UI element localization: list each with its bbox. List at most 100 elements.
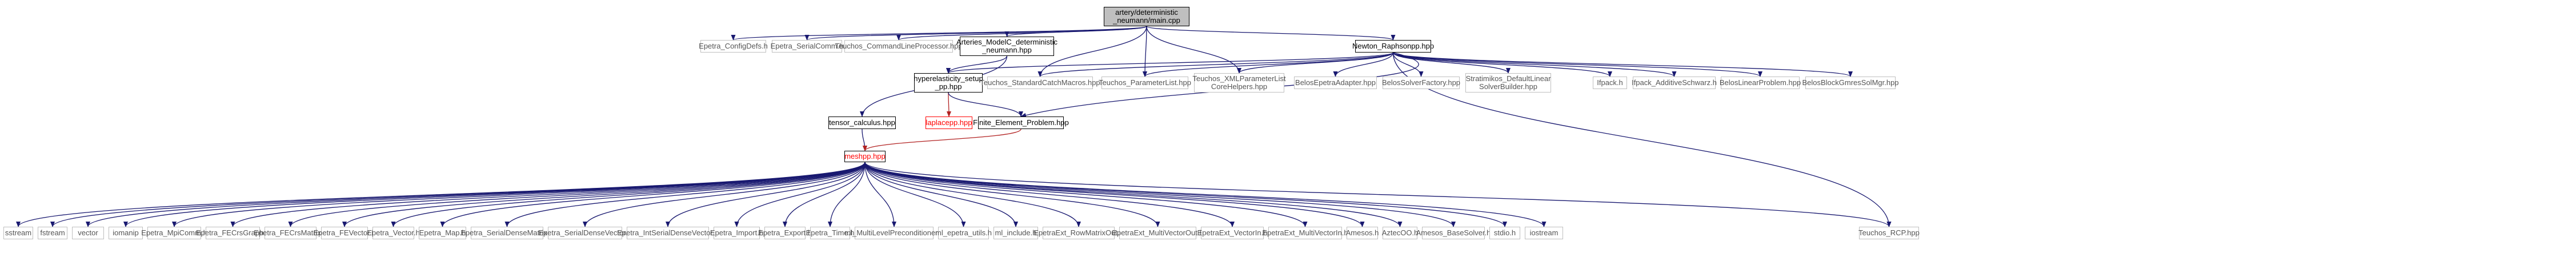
node-bottom-20[interactable]: EpetraExt_MultiVectorOut.h [1112,227,1204,239]
edge-25 [862,128,867,151]
node-bottom-label-0: sstream [5,228,32,237]
node-bottom-label-24: AztecOO.h [1381,228,1419,237]
node-bottom-9[interactable]: Epetra_Map.h [419,227,466,239]
node-bottom-21[interactable]: EpetraExt_VectorIn.h [1197,227,1267,239]
node-laplacepp[interactable]: laplacepp.hpp [926,117,972,129]
edge-14 [1333,52,1394,77]
node-bottom-12[interactable]: Epetra_IntSerialDenseVector.h [617,227,719,239]
node-finite-element-problem[interactable]: Finite_Element_Problem.hpp [973,117,1069,129]
edge-34 [342,162,866,227]
node-bottom-17[interactable]: ml_epetra_utils.h [935,227,992,239]
node-bottom-27[interactable]: iostream [1525,227,1563,239]
edge-4 [1037,26,1147,77]
edge-37 [504,162,866,227]
node-ifpack-additive-schwarz[interactable]: Ifpack_AdditiveSchwarz.h [1632,77,1717,89]
node-bottom-15[interactable]: Epetra_Time.h [806,227,854,239]
node-catch-macros[interactable]: Teuchos_StandardCatchMacros.hpp [980,77,1100,89]
edge-52 [864,162,1456,227]
edge-29 [86,162,866,227]
node-parameter-list[interactable]: Teuchos_ParameterList.hpp [1099,77,1191,89]
edge-35 [391,162,866,227]
edge-0 [731,26,1147,41]
node-meshpp[interactable]: meshpp.hpp [844,151,886,162]
node-bottom-3[interactable]: iomanip [109,227,143,239]
edge-15 [1392,52,1424,77]
node-newton-raphson-label: Newton_Raphsonpp.hpp [1352,42,1435,50]
node-bottom-8[interactable]: Epetra_Vector.h [367,227,420,239]
node-hyperelasticity-line1: hyperelasticity_setup [914,74,983,83]
node-hyperelasticity-setup[interactable]: hyperelasticity_setup _pp.hpp [914,73,983,93]
node-xml-parameter-list[interactable]: Teuchos_XMLParameterList CoreHelpers.hpp [1192,73,1286,93]
node-bottom-11[interactable]: Epetra_SerialDenseVector.h [538,227,632,239]
node-bottom-5[interactable]: Epetra_FECrsGraph.h [196,227,270,239]
node-newton-raphson[interactable]: Newton_Raphsonpp.hpp [1352,40,1435,53]
edge-50 [864,162,1365,227]
edge-43 [864,162,896,227]
node-serialcomm-label: Epetra_SerialComm.h [770,42,844,50]
node-teuchos-rcp-label: Teuchos_RCP.hpp [1858,228,1920,237]
node-meshpp-label: meshpp.hpp [844,152,886,160]
node-bottom-24[interactable]: AztecOO.h [1381,227,1419,239]
node-bottom-13[interactable]: Epetra_Import.h [710,227,763,239]
node-bottom-label-16: ml_MultiLevelPreconditioner.h [844,228,944,237]
node-bottom-label-3: iomanip [113,228,139,237]
node-bottom-26[interactable]: stdio.h [1489,227,1520,239]
node-cmdline[interactable]: Teuchos_CommandLineProcessor.hpp [835,40,963,53]
node-parameter-list-label: Teuchos_ParameterList.hpp [1099,78,1191,87]
node-belos-epetra-adapter[interactable]: BelosEpetraAdapter.hpp [1294,77,1377,89]
node-teuchos-rcp[interactable]: Teuchos_RCP.hpp [1858,227,1920,239]
node-bottom-label-7: Epetra_FEVector.h [313,228,376,237]
node-arteries-model[interactable]: Arteries_ModelC_deterministic _neumann.h… [956,37,1057,56]
node-bottom-22[interactable]: EpetraExt_MultiVectorIn.h [1262,227,1348,239]
edge-40 [734,162,866,227]
edge-54 [864,162,1547,227]
node-bottom-6[interactable]: Epetra_FECrsMatrix.h [254,227,327,239]
edge-16 [1392,52,1511,74]
edge-39 [666,162,866,227]
node-tensor-calculus-label: tensor_calculus.hpp [829,118,895,127]
node-bottom-16[interactable]: ml_MultiLevelPreconditioner.h [844,227,944,239]
node-root[interactable]: artery/deterministic _neumann/main.cpp [1104,7,1189,26]
edge-19 [1392,52,1762,77]
node-bottom-label-19: EpetraExt_RowMatrixOut.h [1033,228,1124,237]
node-bottom-0[interactable]: sstream [3,227,33,239]
node-bottom-14[interactable]: Epetra_Export.h [758,227,812,239]
node-bottom-label-26: stdio.h [1493,228,1516,237]
node-bottom-1[interactable]: fstream [38,227,67,239]
edge-51 [864,162,1403,227]
node-ifpack-additive-schwarz-label: Ifpack_AdditiveSchwarz.h [1632,78,1717,87]
node-cmdline-label: Teuchos_CommandLineProcessor.hpp [835,42,963,50]
node-bottom-10[interactable]: Epetra_SerialDenseMatrix.h [460,227,554,239]
graph-edges [16,26,1892,227]
node-configdefs[interactable]: Epetra_ConfigDefs.h [699,40,768,53]
edge-20 [1392,52,1853,77]
node-bottom-label-13: Epetra_Import.h [710,228,764,237]
edge-6 [1146,26,1241,74]
node-belos-block-gmres[interactable]: BelosBlockGmresSolMgr.hpp [1802,77,1899,89]
node-hyperelasticity-line2: _pp.hpp [935,82,962,91]
node-belos-solver-factory-label: BelosSolverFactory.hpp [1381,78,1461,87]
node-bottom-2[interactable]: vector [72,227,104,239]
node-xml-parameter-list-line1: Teuchos_XMLParameterList [1192,74,1286,83]
edge-26 [863,128,1021,151]
edge-17 [1392,52,1612,77]
node-bottom-19[interactable]: EpetraExt_RowMatrixOut.h [1033,227,1124,239]
node-bottom-4[interactable]: Epetra_MpiComm.h [141,227,207,239]
edge-41 [783,162,866,227]
node-ifpack[interactable]: Ifpack.h [1593,77,1627,89]
node-bottom-23[interactable]: Amesos.h [1346,227,1379,239]
node-bottom-25[interactable]: Amesos_BaseSolver.h [1416,227,1491,239]
node-bottom-label-21: EpetraExt_VectorIn.h [1197,228,1268,237]
node-configdefs-label: Epetra_ConfigDefs.h [699,42,768,50]
edge-7 [1146,26,1396,41]
node-bottom-7[interactable]: Epetra_FEVector.h [313,227,376,239]
edge-5 [1143,26,1148,77]
node-bottom-18[interactable]: ml_include.h [993,227,1038,239]
node-stratimikos[interactable]: Stratimikos_DefaultLinear SolverBuilder.… [1465,73,1551,93]
node-tensor-calculus[interactable]: tensor_calculus.hpp [828,117,896,129]
node-belos-linear-problem[interactable]: BelosLinearProblem.hpp [1720,77,1801,89]
node-bottom-label-8: Epetra_Vector.h [367,228,420,237]
node-belos-solver-factory[interactable]: BelosSolverFactory.hpp [1381,77,1461,89]
node-serialcomm[interactable]: Epetra_SerialComm.h [770,40,844,53]
node-bottom-label-2: vector [78,228,98,237]
